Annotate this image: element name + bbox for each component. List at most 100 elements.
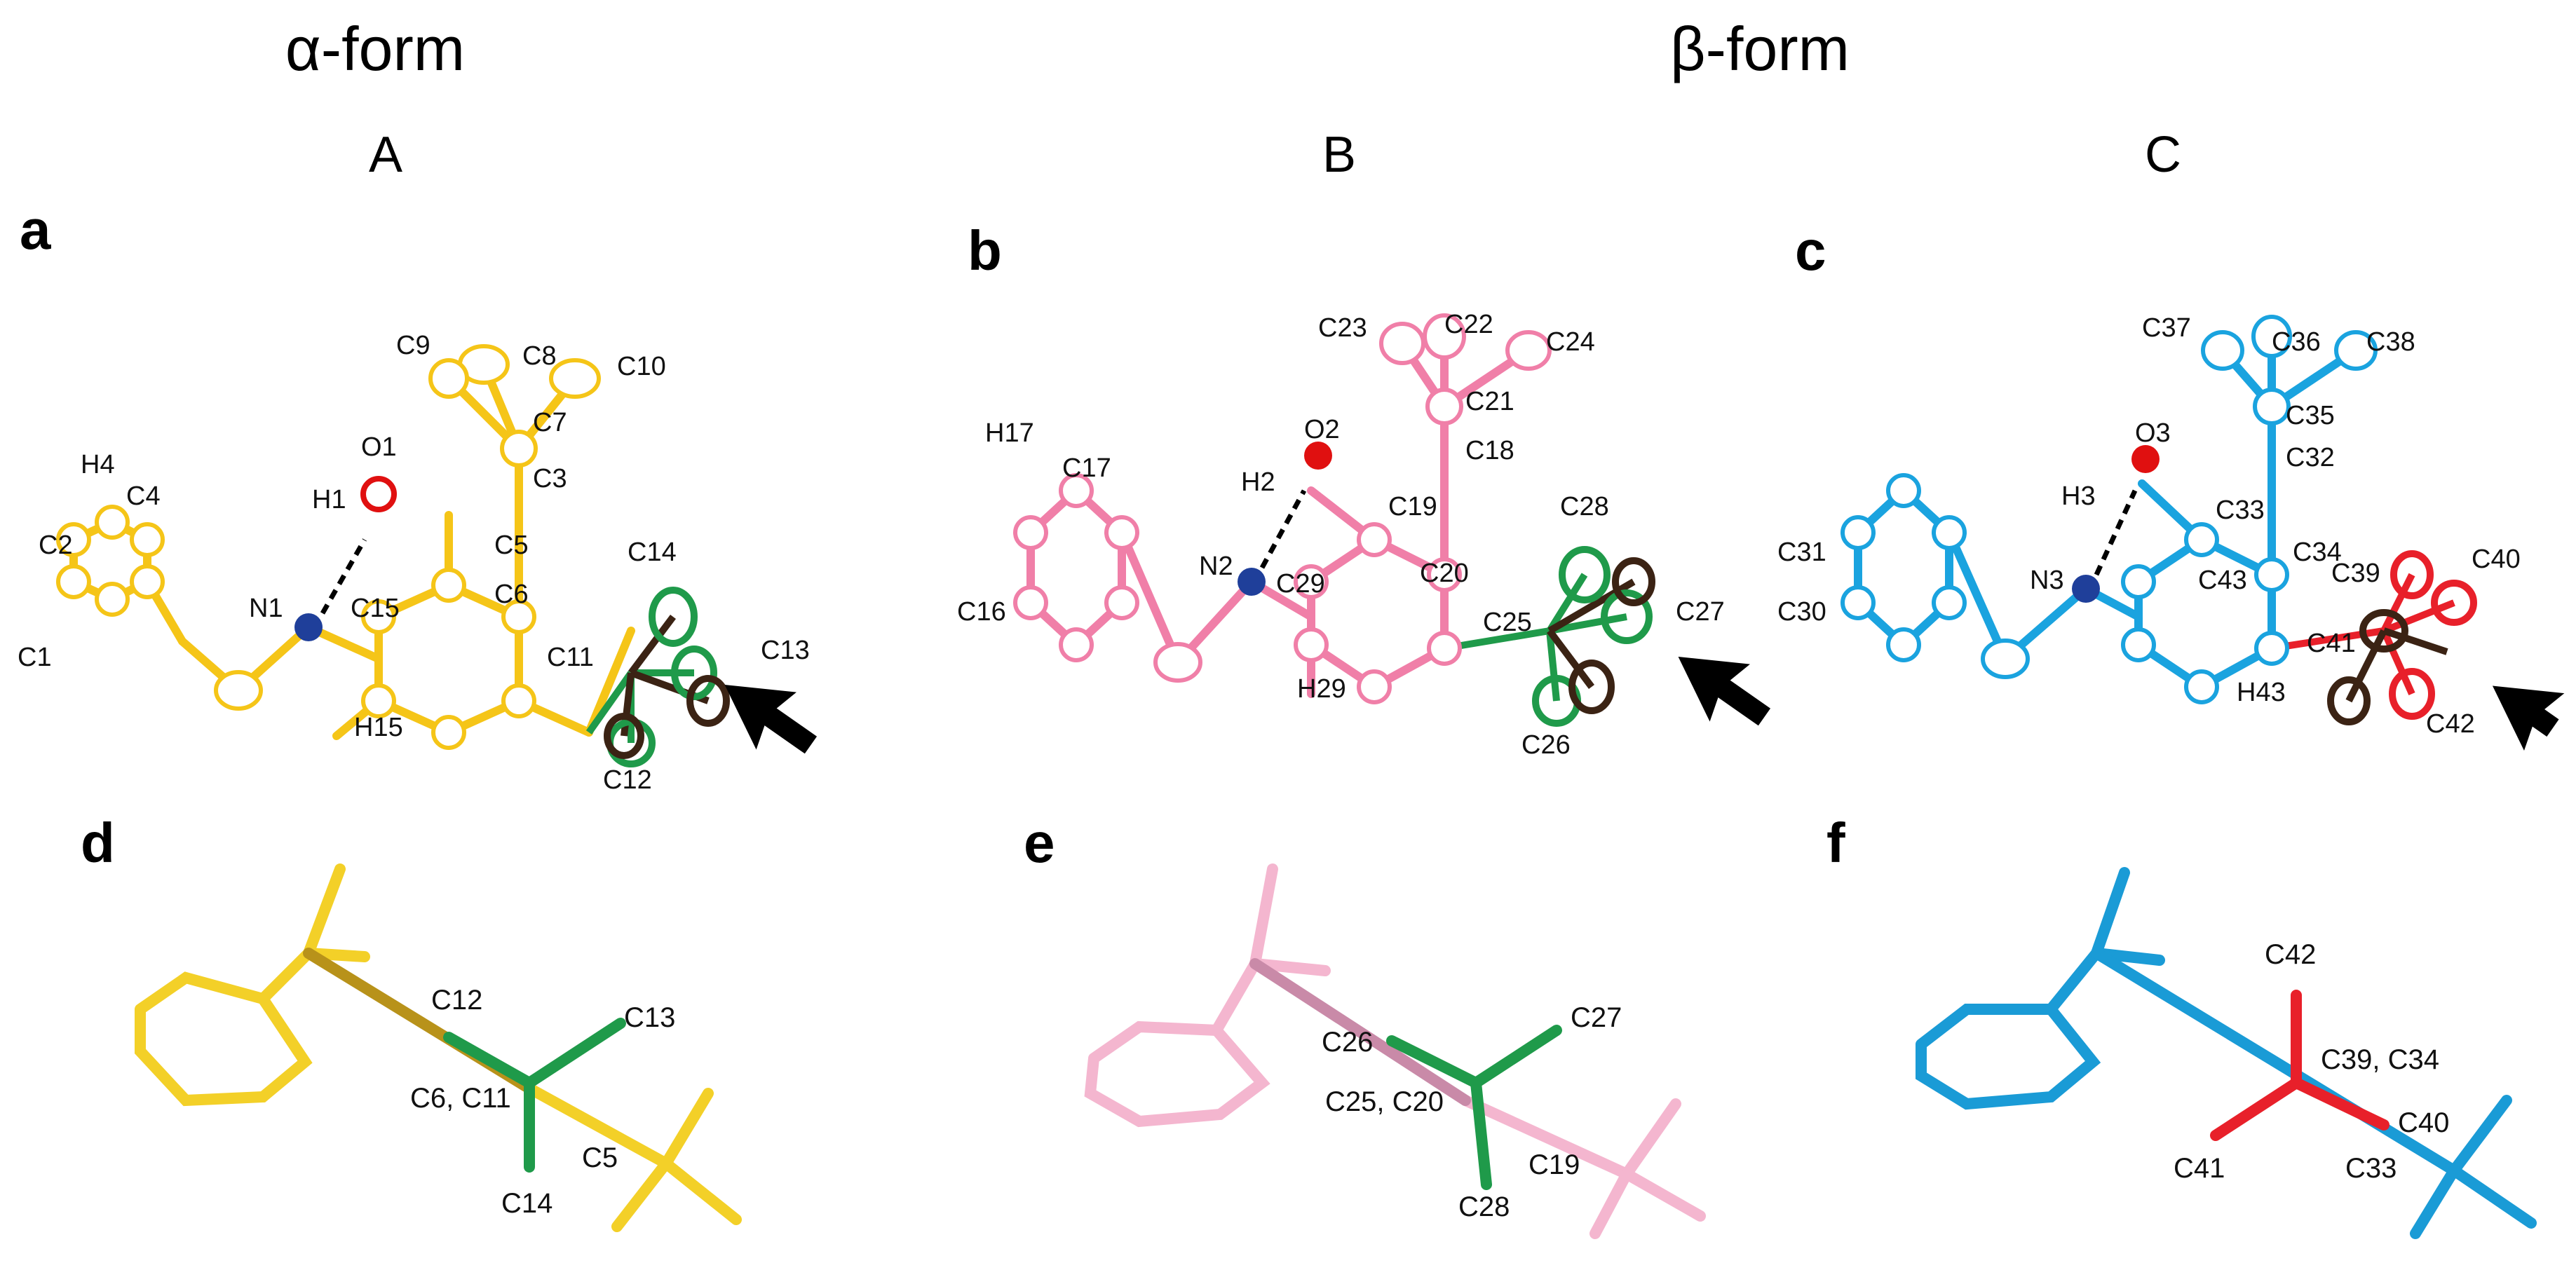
label-C23: C23: [1318, 313, 1367, 343]
label-C21: C21: [1465, 387, 1514, 416]
alpha-form-header: α-form: [285, 14, 465, 83]
label-e-C19: C19: [1528, 1149, 1580, 1180]
panel-a-label: a: [20, 198, 51, 261]
label-f-C41: C41: [2174, 1153, 2225, 1184]
panel-d-label: d: [81, 812, 115, 874]
label-C25: C25: [1483, 608, 1532, 637]
label-C33: C33: [2216, 496, 2265, 525]
panel-b-atoms: [1013, 313, 1552, 704]
label-C36: C36: [2272, 327, 2321, 357]
panel-b-hydrogen-bond: [1259, 489, 1307, 569]
label-C13: C13: [761, 636, 810, 665]
label-C31: C31: [1777, 538, 1826, 567]
label-C29: C29: [1276, 569, 1325, 599]
molecule-B-label: B: [1322, 127, 1356, 183]
label-H1: H1: [312, 485, 346, 514]
label-C4: C4: [126, 482, 161, 511]
molecule-A-label: A: [369, 127, 402, 183]
panel-c-atoms: [1841, 315, 2378, 704]
label-d-C6-C11: C6, C11: [410, 1083, 511, 1114]
label-C2: C2: [39, 531, 73, 560]
label-C5: C5: [494, 531, 529, 560]
panel-b-arrow-icon: [1678, 656, 1771, 726]
label-C10: C10: [617, 352, 666, 381]
label-C14: C14: [628, 538, 677, 567]
panel-b-oxygen-atom: [1304, 442, 1332, 470]
panel-c-oxygen-atom: [2131, 445, 2160, 473]
label-C20: C20: [1420, 559, 1469, 588]
label-C26: C26: [1521, 730, 1571, 760]
label-H4: H4: [81, 450, 115, 479]
panel-f-projection: [1916, 867, 2537, 1239]
label-O1: O1: [361, 432, 397, 462]
panel-a-oxygen-atom: [360, 476, 397, 512]
label-C41: C41: [2307, 629, 2356, 658]
panel-b-disordered-tbutyl: [1444, 546, 1655, 727]
label-O3: O3: [2135, 418, 2171, 448]
label-H17: H17: [985, 418, 1034, 448]
label-f-C42: C42: [2265, 939, 2316, 970]
label-e-C26: C26: [1322, 1027, 1373, 1058]
panel-e-label: e: [1024, 812, 1055, 874]
label-C32: C32: [2286, 443, 2335, 472]
label-H2: H2: [1241, 467, 1275, 497]
label-C39: C39: [2331, 559, 2380, 588]
label-C42: C42: [2426, 709, 2475, 739]
panel-a-hydrogen-bond: [320, 538, 367, 615]
label-C3: C3: [533, 464, 567, 493]
label-d-C5: C5: [582, 1142, 618, 1173]
label-H15: H15: [354, 713, 403, 742]
label-C37: C37: [2142, 313, 2191, 343]
label-C24: C24: [1546, 327, 1595, 357]
label-C40: C40: [2472, 545, 2521, 574]
label-C19: C19: [1388, 492, 1437, 521]
label-C27: C27: [1676, 597, 1725, 627]
label-d-C13: C13: [624, 1002, 675, 1033]
label-H43: H43: [2237, 678, 2286, 707]
label-H29: H29: [1297, 674, 1346, 704]
label-C43: C43: [2198, 566, 2247, 595]
label-C1: C1: [18, 643, 52, 672]
label-C15: C15: [351, 594, 400, 623]
panel-a-disordered-tbutyl: [585, 587, 730, 767]
label-C30: C30: [1777, 597, 1826, 627]
panel-f-label: f: [1826, 812, 1845, 874]
panel-e-projection: [1084, 863, 1706, 1239]
label-d-C14: C14: [501, 1188, 553, 1219]
label-C38: C38: [2366, 327, 2415, 357]
panel-b-label: b: [968, 219, 1002, 282]
label-C35: C35: [2286, 401, 2335, 430]
label-C16: C16: [957, 597, 1006, 627]
label-C7: C7: [533, 408, 567, 437]
label-H3: H3: [2061, 482, 2096, 511]
label-N2: N2: [1199, 552, 1233, 581]
label-f-C40: C40: [2398, 1107, 2449, 1138]
label-e-C27: C27: [1571, 1002, 1622, 1033]
label-f-C39-C34: C39, C34: [2321, 1044, 2439, 1075]
label-C18: C18: [1465, 436, 1514, 465]
label-C34: C34: [2293, 538, 2342, 567]
label-C17: C17: [1062, 453, 1111, 483]
label-e-C28: C28: [1458, 1191, 1510, 1222]
panel-b-nitrogen-atom: [1238, 568, 1266, 596]
label-C8: C8: [522, 341, 557, 371]
panel-a-arrow-icon: [724, 684, 818, 754]
panel-a-atoms: [56, 344, 601, 750]
molecule-C-label: C: [2145, 127, 2181, 183]
label-C11: C11: [547, 643, 594, 672]
label-d-C12: C12: [431, 985, 482, 1016]
label-N1: N1: [249, 594, 283, 623]
panel-c-disordered-tbutyl: [2271, 550, 2477, 725]
panel-a-nitrogen-atom: [294, 613, 323, 641]
label-f-C33: C33: [2345, 1153, 2397, 1184]
label-C12: C12: [603, 765, 652, 795]
panel-c-label: c: [1795, 219, 1826, 282]
label-C22: C22: [1444, 310, 1493, 339]
label-C9: C9: [396, 331, 431, 360]
label-C28: C28: [1560, 492, 1609, 521]
label-O2: O2: [1304, 415, 1340, 444]
panel-c-arrow-icon: [2492, 685, 2565, 751]
label-e-C25-C20: C25, C20: [1325, 1086, 1444, 1117]
label-C6: C6: [494, 580, 529, 609]
